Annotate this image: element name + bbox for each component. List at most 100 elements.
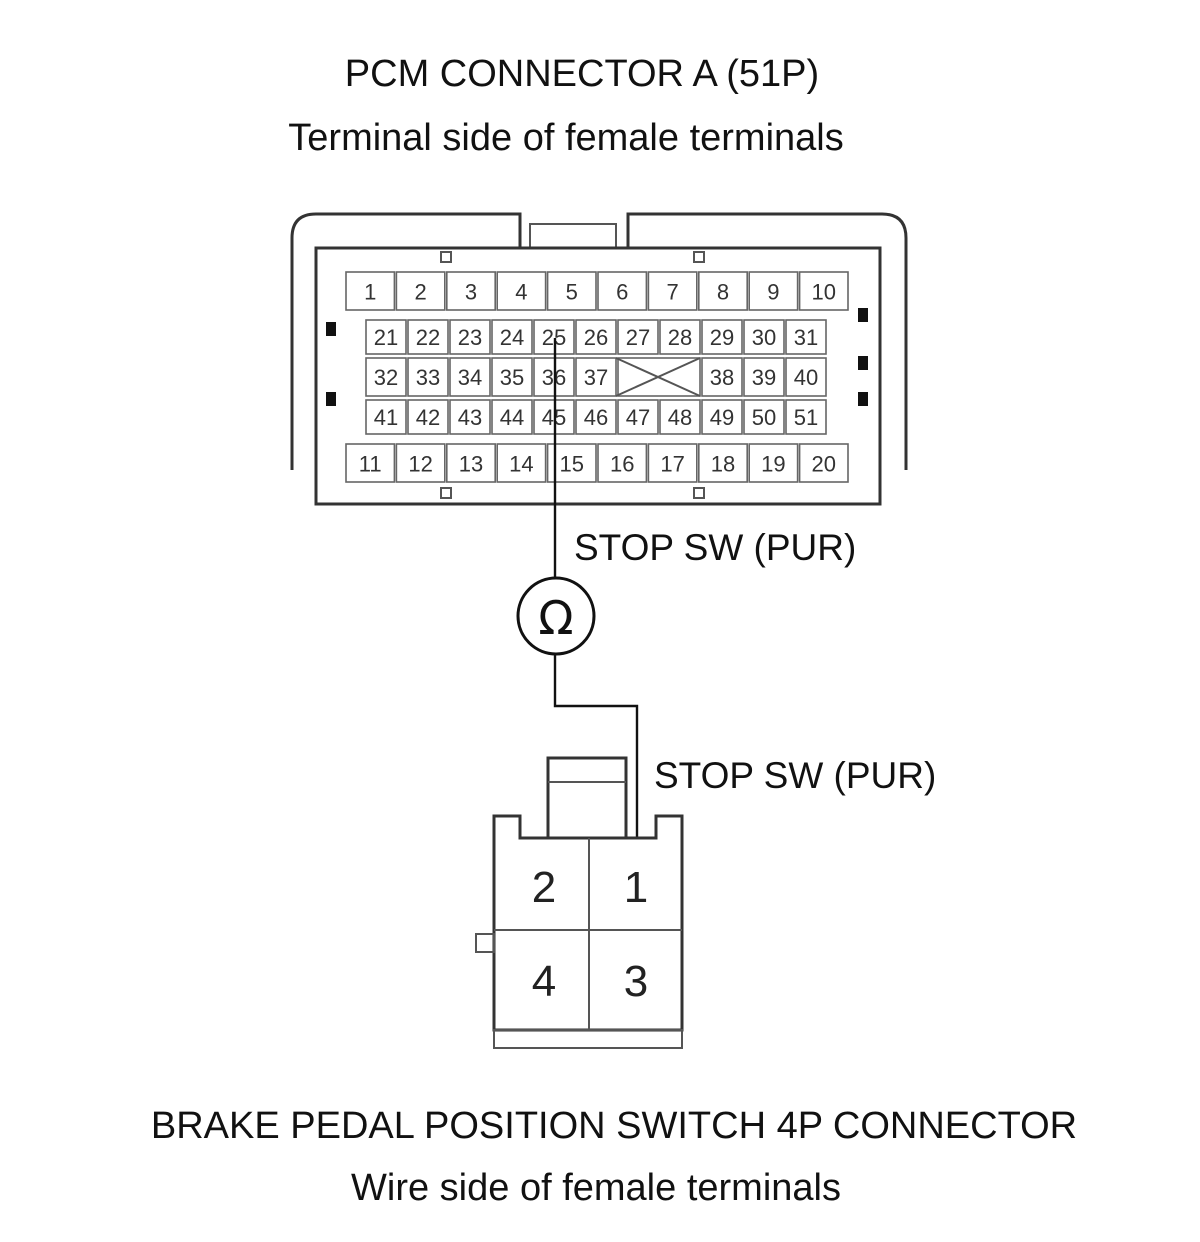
pcm-terminal-cell-44 [491, 399, 533, 435]
pcm-terminal-1: 1 [364, 280, 376, 305]
pcm-terminal-34: 34 [458, 365, 482, 390]
switch-connector-title: BRAKE PEDAL POSITION SWITCH 4P CONNECTOR [151, 1105, 1077, 1147]
pcm-terminal-21: 21 [374, 325, 398, 350]
pcm-terminal-44: 44 [500, 405, 524, 430]
pcm-latch [529, 223, 617, 249]
pcm-tab-top-right [693, 251, 705, 263]
pcm-terminal-26: 26 [584, 325, 608, 350]
pcm-terminal-cell-8 [697, 271, 748, 311]
pcm-terminal-41: 41 [374, 405, 398, 430]
pcm-terminal-cell-13 [445, 443, 496, 483]
ohm-icon: Ω [538, 591, 573, 645]
pcm-key-right-2 [858, 356, 868, 370]
lower-test-lead [553, 654, 639, 838]
pcm-terminal-cell-1 [345, 271, 396, 311]
pcm-terminal-7: 7 [666, 280, 678, 305]
pcm-terminal-cell-42 [407, 399, 449, 435]
pcm-key-right-1 [858, 308, 868, 322]
pcm-terminal-4: 4 [515, 280, 527, 305]
pcm-terminal-11: 11 [359, 452, 382, 477]
pcm-terminal-cell-47 [617, 399, 659, 435]
pcm-terminal-28: 28 [668, 325, 692, 350]
pcm-terminal-10: 10 [812, 280, 836, 305]
pcm-terminal-cell-30 [743, 319, 785, 355]
pcm-terminal-cell-6 [597, 271, 648, 311]
pcm-key-left-1 [326, 322, 336, 336]
pcm-terminal-2: 2 [414, 280, 426, 305]
pcm-terminal-cell-35 [491, 357, 533, 397]
switch-connector: 2 1 4 3 [475, 756, 684, 1049]
pcm-terminal-5: 5 [566, 280, 578, 305]
pcm-terminal-cell-19 [748, 443, 799, 483]
pcm-terminal-30: 30 [752, 325, 776, 350]
pcm-terminal-cell-33 [407, 357, 449, 397]
pcm-terminal-6: 6 [616, 280, 628, 305]
pcm-terminal-cell-16 [597, 443, 648, 483]
pcm-terminal-32: 32 [374, 365, 398, 390]
pcm-terminal-cell-2 [395, 271, 446, 311]
pcm-terminal-31: 31 [794, 325, 818, 350]
pcm-terminal-cell-49 [701, 399, 743, 435]
pcm-terminal-47: 47 [626, 405, 650, 430]
pcm-terminal-9: 9 [767, 280, 779, 305]
pcm-terminal-cell-26 [575, 319, 617, 355]
pcm-terminal-cell-27 [617, 319, 659, 355]
pcm-terminal-cell-43 [449, 399, 491, 435]
pcm-terminal-cell-34 [449, 357, 491, 397]
pcm-terminal-37: 37 [584, 365, 608, 390]
pcm-terminal-cell-18 [697, 443, 748, 483]
pcm-terminal-cell-4 [496, 271, 547, 311]
switch-side-key [475, 933, 495, 953]
switch-terminal-4: 4 [532, 957, 556, 1006]
pcm-terminal-51: 51 [794, 405, 818, 430]
pcm-terminal-8: 8 [717, 280, 729, 305]
upper-lead-label: STOP SW (PUR) [574, 527, 856, 568]
pcm-terminal-33: 33 [416, 365, 440, 390]
pcm-terminal-cell-21 [365, 319, 407, 355]
pcm-terminal-cell-17 [647, 443, 698, 483]
pcm-terminal-cell-41 [365, 399, 407, 435]
pcm-terminal-cell-14 [496, 443, 547, 483]
pcm-terminal-43: 43 [458, 405, 482, 430]
pcm-terminal-24: 24 [500, 325, 524, 350]
pcm-terminal-50: 50 [752, 405, 776, 430]
pcm-terminal-cell-28 [659, 319, 701, 355]
pcm-terminal-cell-7 [647, 271, 698, 311]
pcm-key-right-3 [858, 392, 868, 406]
pcm-terminal-cell-32 [365, 357, 407, 397]
pcm-terminal-19: 19 [761, 452, 785, 477]
pcm-tab-bottom-right [693, 487, 705, 499]
pcm-terminal-cell-11 [345, 443, 396, 483]
pcm-terminal-cell-10 [798, 271, 849, 311]
switch-terminal-3: 3 [624, 957, 648, 1006]
pcm-tab-top-left [440, 251, 452, 263]
pcm-key-left-2 [326, 392, 336, 406]
pcm-terminal-12: 12 [408, 452, 432, 477]
pcm-terminal-cell-31 [785, 319, 827, 355]
switch-latch [546, 756, 628, 840]
pcm-terminal-40: 40 [794, 365, 818, 390]
pcm-terminal-cell-37 [575, 357, 617, 397]
pcm-connector-title: PCM CONNECTOR A (51P) [345, 53, 819, 95]
pcm-terminal-cell-29 [701, 319, 743, 355]
pcm-terminal-cell-3 [445, 271, 496, 311]
pcm-terminal-cell-39 [743, 357, 785, 397]
pcm-housing-inner [314, 246, 882, 506]
pcm-terminal-cell-12 [395, 443, 446, 483]
pcm-terminal-13: 13 [459, 452, 483, 477]
switch-base [493, 1029, 683, 1049]
pcm-terminal-20: 20 [812, 452, 836, 477]
pcm-terminal-cell-40 [785, 357, 827, 397]
pcm-terminal-38: 38 [710, 365, 734, 390]
pcm-terminal-17: 17 [660, 452, 684, 477]
pcm-terminal-cell-20 [798, 443, 849, 483]
pcm-terminal-cell-51 [785, 399, 827, 435]
pcm-tab-bottom-left [440, 487, 452, 499]
pcm-terminal-cell-48 [659, 399, 701, 435]
pcm-terminal-14: 14 [509, 452, 533, 477]
pcm-terminal-cell-9 [748, 271, 799, 311]
switch-body [492, 814, 684, 1032]
